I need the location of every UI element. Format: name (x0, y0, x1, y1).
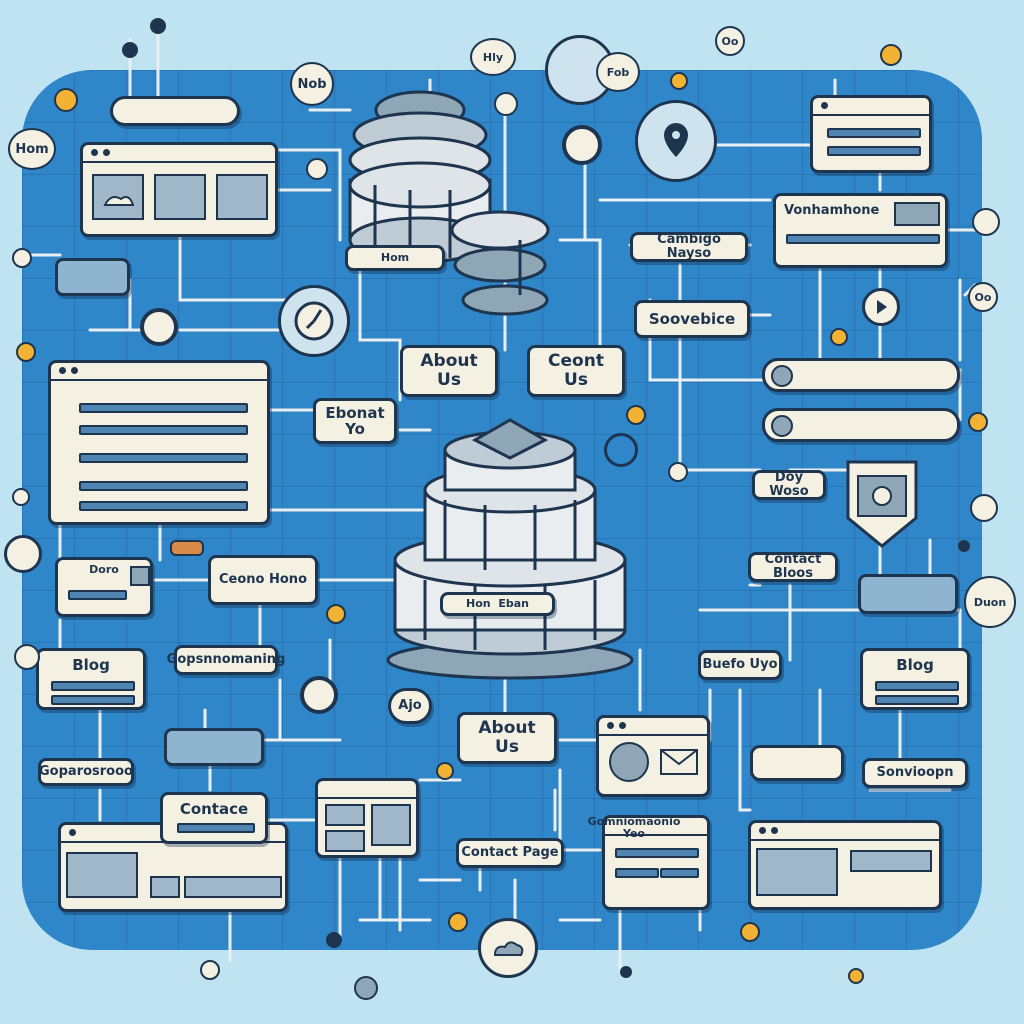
media-window[interactable] (748, 820, 942, 910)
contact-us-box[interactable]: Ceont Us (527, 345, 625, 397)
ribbon-text-a: Hon (466, 596, 491, 610)
mail-window[interactable] (596, 715, 710, 797)
image-icon (92, 174, 268, 220)
vonhome-box[interactable]: Vonhamhone (773, 193, 948, 268)
blog-right-label: Blog (896, 656, 934, 674)
bubble-fob[interactable]: Fob (596, 52, 640, 92)
mini-card-3[interactable] (858, 574, 958, 614)
ribbon-text-b: Eban (498, 596, 529, 610)
ribbon-home-top: Hom (345, 245, 445, 271)
cloud-icon[interactable] (478, 918, 538, 978)
toggle-box[interactable] (750, 745, 844, 781)
service-box[interactable]: Soovebice (634, 300, 750, 338)
card-box[interactable]: Doro (55, 557, 153, 617)
services-box[interactable]: Sonvioopn (862, 758, 968, 788)
document-window[interactable] (602, 815, 710, 910)
document-caption: Gomniomaonio Yeo (587, 814, 681, 840)
day-page-box[interactable]: Doy Woso (752, 470, 826, 500)
bubble-hly[interactable]: Hly (470, 38, 516, 76)
page-up-box[interactable]: Buefo Uyo (698, 650, 782, 680)
bubble-tag-1[interactable]: Oo (715, 26, 745, 56)
image-icon (756, 848, 932, 896)
tower-top (348, 90, 550, 316)
image-icon (325, 804, 411, 852)
node-ring (140, 308, 178, 346)
about-us-box-2[interactable]: About Us (457, 712, 557, 764)
programming-box[interactable]: Gopsnnomaning (167, 645, 285, 675)
contact-form-label: Contace (179, 800, 249, 818)
node-ring (4, 535, 42, 573)
list-window[interactable] (48, 360, 270, 525)
blog-box-left[interactable]: Blog (36, 648, 146, 710)
map-pin-icon[interactable] (635, 100, 717, 182)
mini-card[interactable] (55, 258, 130, 296)
contact-home-box[interactable]: Ceono Hono (208, 555, 318, 605)
contact-form-box[interactable]: Contace (160, 792, 268, 844)
about-us-box[interactable]: About Us (400, 345, 498, 397)
contact-page-box[interactable]: Contact Page (456, 838, 564, 868)
bubble-tag-2[interactable]: Oo (968, 282, 998, 312)
camping-page-box[interactable]: Cambigo Nayso (630, 232, 748, 262)
blog-box-right[interactable]: Blog (860, 648, 970, 710)
mini-card-2[interactable] (164, 728, 264, 766)
content-window-top-right[interactable] (810, 95, 932, 173)
node-ring (300, 676, 338, 714)
blog-left-label: Blog (72, 656, 110, 674)
shield-icon (846, 460, 918, 548)
thumbnails-window[interactable] (315, 778, 419, 858)
ajo-bubble[interactable]: Ajo (388, 688, 432, 724)
play-icon[interactable] (862, 288, 900, 326)
ribbon-home-mid: Hon Eban (440, 592, 555, 616)
search-bar-pill[interactable] (110, 96, 240, 126)
about-you-box[interactable]: Ebonat Yo (313, 398, 397, 444)
card-label: Doro (89, 563, 119, 576)
vonhome-label: Vonhamhone (784, 203, 880, 218)
input-pill-1[interactable] (762, 358, 960, 392)
clock-icon[interactable] (278, 285, 350, 357)
programmes-box[interactable]: Goparosrooo (38, 758, 134, 786)
node-ring (562, 125, 602, 165)
contact-blocs-box[interactable]: Contact Bloos (748, 552, 838, 582)
mail-icon (660, 749, 698, 775)
bubble-nob[interactable]: Nob (290, 62, 334, 106)
target-icon (604, 433, 638, 467)
bubble-hom[interactable]: Hom (8, 128, 56, 170)
cloud-icon (66, 852, 282, 898)
globe-icon (609, 742, 649, 782)
bubble-duon[interactable]: Duon (964, 576, 1016, 628)
input-pill-2[interactable] (762, 408, 960, 442)
image-gallery-window[interactable] (80, 142, 278, 237)
tower-main (386, 418, 634, 680)
